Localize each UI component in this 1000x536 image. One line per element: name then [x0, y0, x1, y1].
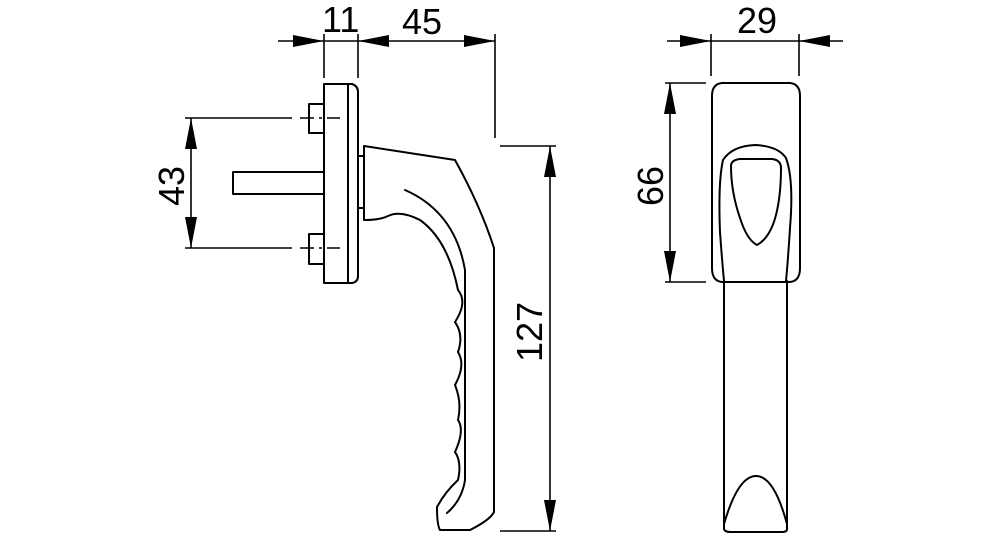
arrow-icon	[185, 118, 197, 149]
arrow-icon	[544, 500, 556, 531]
spindle	[232, 171, 325, 195]
arrow-icon	[680, 35, 711, 47]
handle-grip-curve	[404, 189, 466, 514]
dim-rose-depth: 11	[322, 0, 359, 40]
dim-handle-length: 127	[509, 302, 550, 362]
side-view: 11 45 43 127	[151, 0, 556, 532]
rose-front	[711, 82, 801, 283]
arrow-icon	[664, 83, 676, 114]
arrow-icon	[185, 217, 197, 248]
arrow-icon	[544, 146, 556, 177]
dim-screw-spacing: 43	[151, 166, 192, 206]
handle-pocket	[730, 158, 782, 246]
dim-width: 29	[737, 0, 777, 41]
arrow-icon	[664, 251, 676, 282]
dim-handle-projection: 45	[402, 1, 442, 42]
handle-body	[363, 145, 495, 531]
handle-bottom-arch	[723, 475, 788, 525]
dim-rose-height: 66	[630, 166, 671, 206]
screw-head-bottom	[308, 233, 325, 265]
arrow-icon	[293, 35, 324, 47]
arrow-icon	[358, 35, 389, 47]
front-view: 29 66	[630, 0, 843, 533]
arrow-icon	[799, 35, 830, 47]
arrow-icon	[464, 35, 495, 47]
handle-top-front	[718, 144, 793, 282]
rose-plate	[323, 83, 359, 284]
